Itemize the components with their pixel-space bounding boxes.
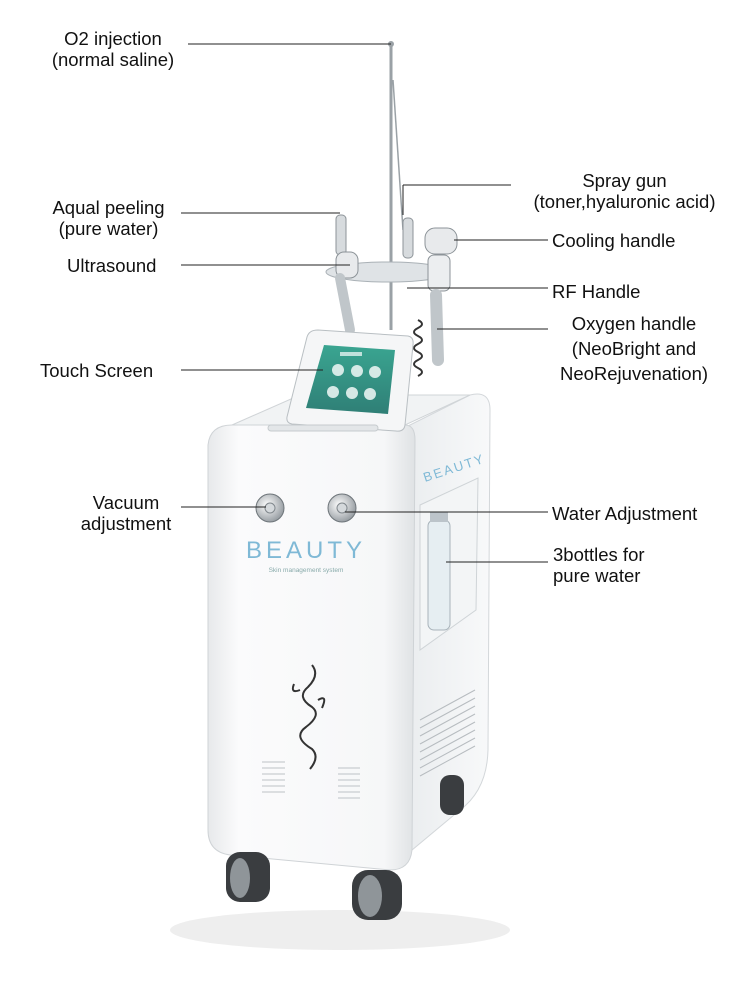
label-vacuum-adjustment: Vacuum adjustment — [65, 492, 187, 534]
label-vacuum-adjustment-line1: Vacuum — [92, 492, 160, 513]
label-touch-screen: Touch Screen — [40, 360, 153, 381]
label-3bottles-line2: pure water — [553, 565, 641, 586]
label-3bottles: 3bottles for pure water — [553, 544, 645, 586]
label-3bottles-line1: 3bottles for — [553, 544, 645, 565]
label-o2-injection-line1: O2 injection — [64, 28, 162, 49]
label-touch-screen-text: Touch Screen — [40, 360, 154, 381]
label-o2-injection: O2 injection (normal saline) — [38, 28, 188, 70]
label-spray-gun-line2: (toner,hyaluronic acid) — [533, 191, 716, 212]
label-oxygen-handle-line2: (NeoBright and — [571, 338, 697, 359]
label-vacuum-adjustment-line2: adjustment — [80, 513, 172, 534]
label-oxygen-handle-line3: NeoRejuvenation) — [559, 363, 709, 384]
label-aqual-peeling: Aqual peeling (pure water) — [36, 197, 181, 239]
side-vent-grille — [419, 689, 476, 777]
label-rf-handle-text: RF Handle — [552, 281, 641, 302]
label-spray-gun: Spray gun (toner,hyaluronic acid) — [512, 170, 737, 212]
label-rf-handle: RF Handle — [552, 281, 640, 302]
label-o2-injection-line2: (normal saline) — [51, 49, 175, 70]
label-cooling-handle: Cooling handle — [552, 230, 675, 251]
label-oxygen-handle-line1: Oxygen handle — [571, 313, 697, 334]
label-oxygen-handle: Oxygen handle (NeoBright and NeoRejuvena… — [534, 313, 734, 384]
front-vents — [262, 761, 360, 799]
label-ultrasound: Ultrasound — [67, 255, 156, 276]
screen-icons — [327, 352, 381, 400]
front-brand-text: BEAUTY — [246, 537, 366, 564]
front-tagline-text: Skin management system — [269, 567, 344, 574]
wheels — [226, 775, 464, 920]
bottle-cap — [430, 512, 448, 522]
screen-front-lip — [267, 424, 379, 432]
cooling-handle-head — [424, 227, 458, 255]
label-aqual-peeling-line1: Aqual peeling — [52, 197, 165, 218]
silhouette-logo — [291, 664, 326, 770]
label-water-adjustment: Water Adjustment — [552, 503, 697, 524]
label-spray-gun-line1: Spray gun — [582, 170, 667, 191]
front-body — [207, 424, 416, 871]
coiled-cable — [413, 319, 423, 377]
label-aqual-peeling-line2: (pure water) — [58, 218, 159, 239]
label-ultrasound-text: Ultrasound — [67, 255, 157, 276]
floor-shadow — [170, 910, 510, 950]
label-cooling-handle-text: Cooling handle — [552, 230, 676, 251]
label-water-adjustment-text: Water Adjustment — [552, 503, 698, 524]
